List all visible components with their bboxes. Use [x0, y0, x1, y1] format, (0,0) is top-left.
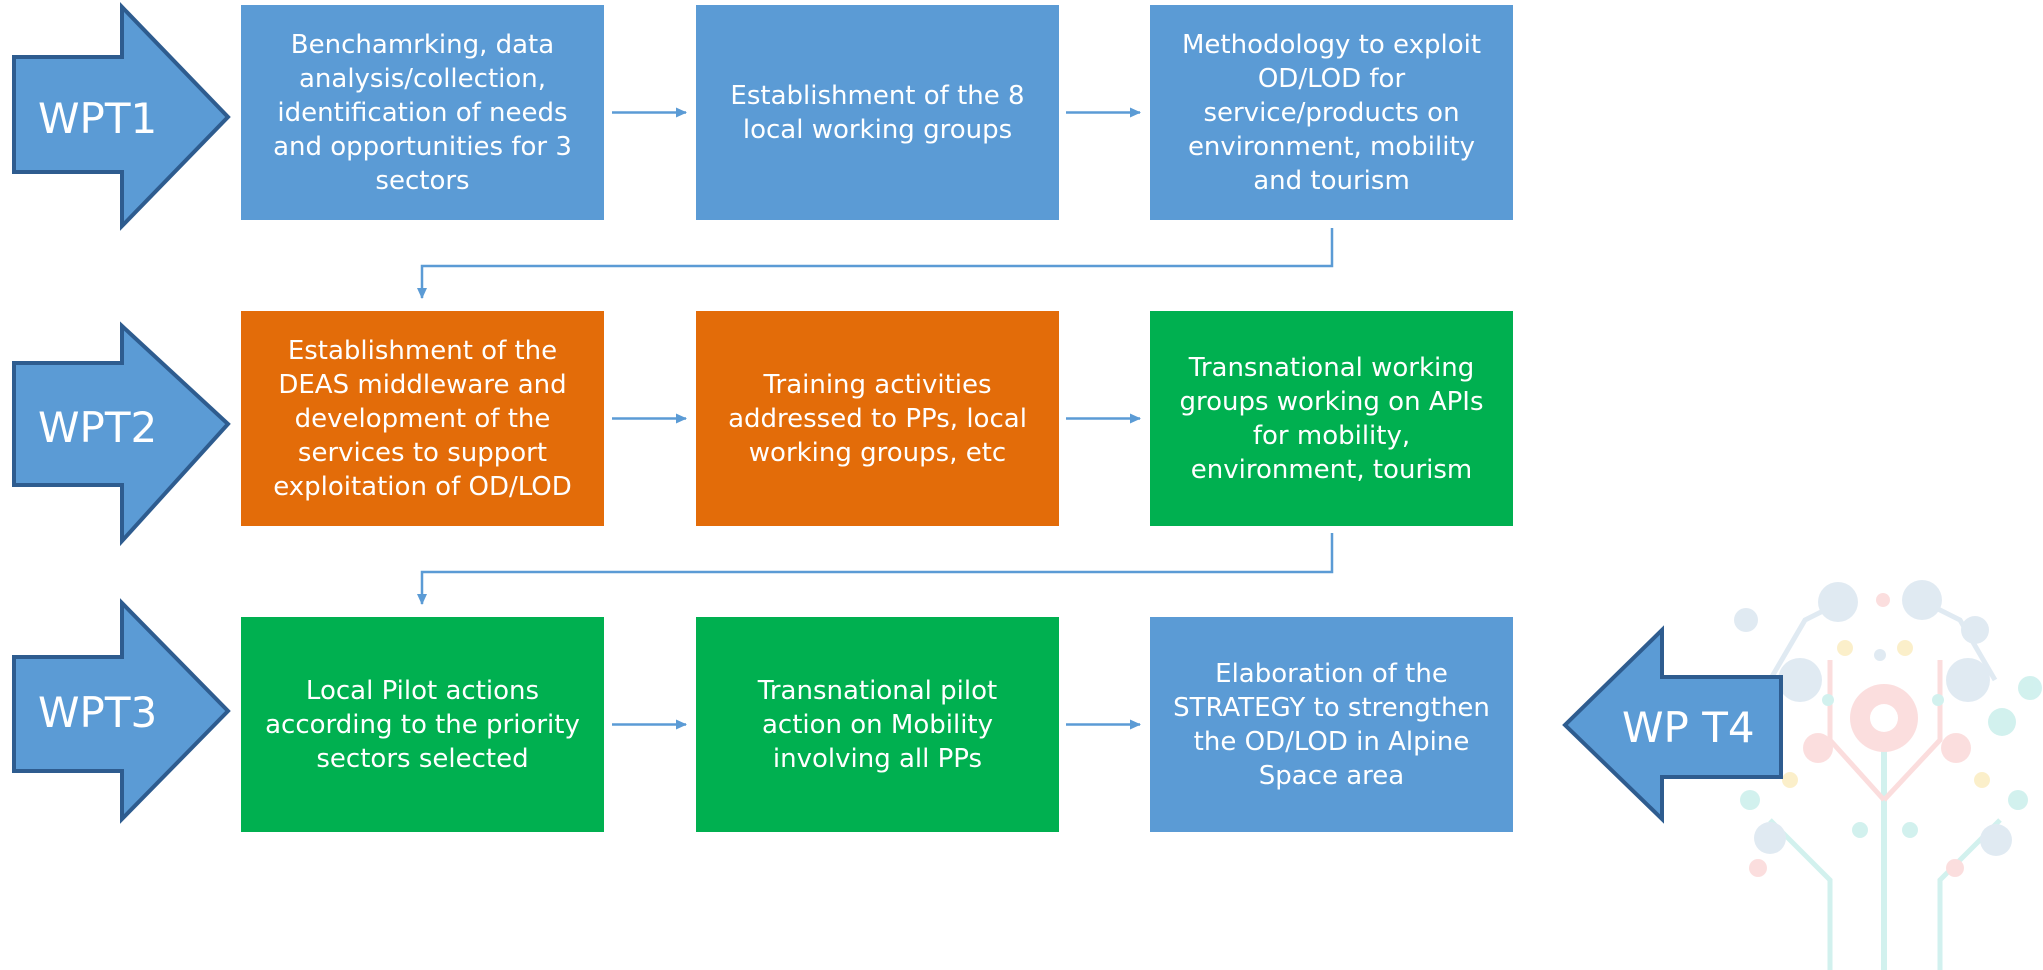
step-transnational-working-groups: Transnational working groups working on … — [1150, 311, 1513, 526]
wp-label-wpt2: WPT2 — [38, 403, 158, 452]
wp-label-wpt4: WP T4 — [1622, 703, 1755, 752]
wp-arrow-shape-1 — [12, 2, 231, 231]
wp-arrow-shape-3 — [12, 598, 231, 824]
step-training-activities: Training activities addressed to PPs, lo… — [696, 311, 1059, 526]
step-benchmarking: Benchamrking, data analysis/collection, … — [241, 5, 604, 220]
step-local-working-groups: Establishment of the 8 local working gro… — [696, 5, 1059, 220]
step-deas-middleware: Establishment of the DEAS middleware and… — [241, 311, 604, 526]
step-transnational-pilot-action: Transnational pilot action on Mobility i… — [696, 617, 1059, 832]
connector-elbow-2 — [417, 533, 1334, 605]
step-local-pilot-actions: Local Pilot actions according to the pri… — [241, 617, 604, 832]
wp-label-wpt3: WPT3 — [38, 688, 158, 737]
wp-label-wpt1: WPT1 — [38, 94, 158, 143]
step-methodology: Methodology to exploit OD/LOD for servic… — [1150, 5, 1513, 220]
wp-arrow-shape-2 — [12, 321, 231, 547]
step-strategy-elaboration: Elaboration of the STRATEGY to strengthe… — [1150, 617, 1513, 832]
wp-arrow-shape-4 — [1562, 625, 1783, 824]
connector-elbow-1 — [417, 228, 1334, 299]
